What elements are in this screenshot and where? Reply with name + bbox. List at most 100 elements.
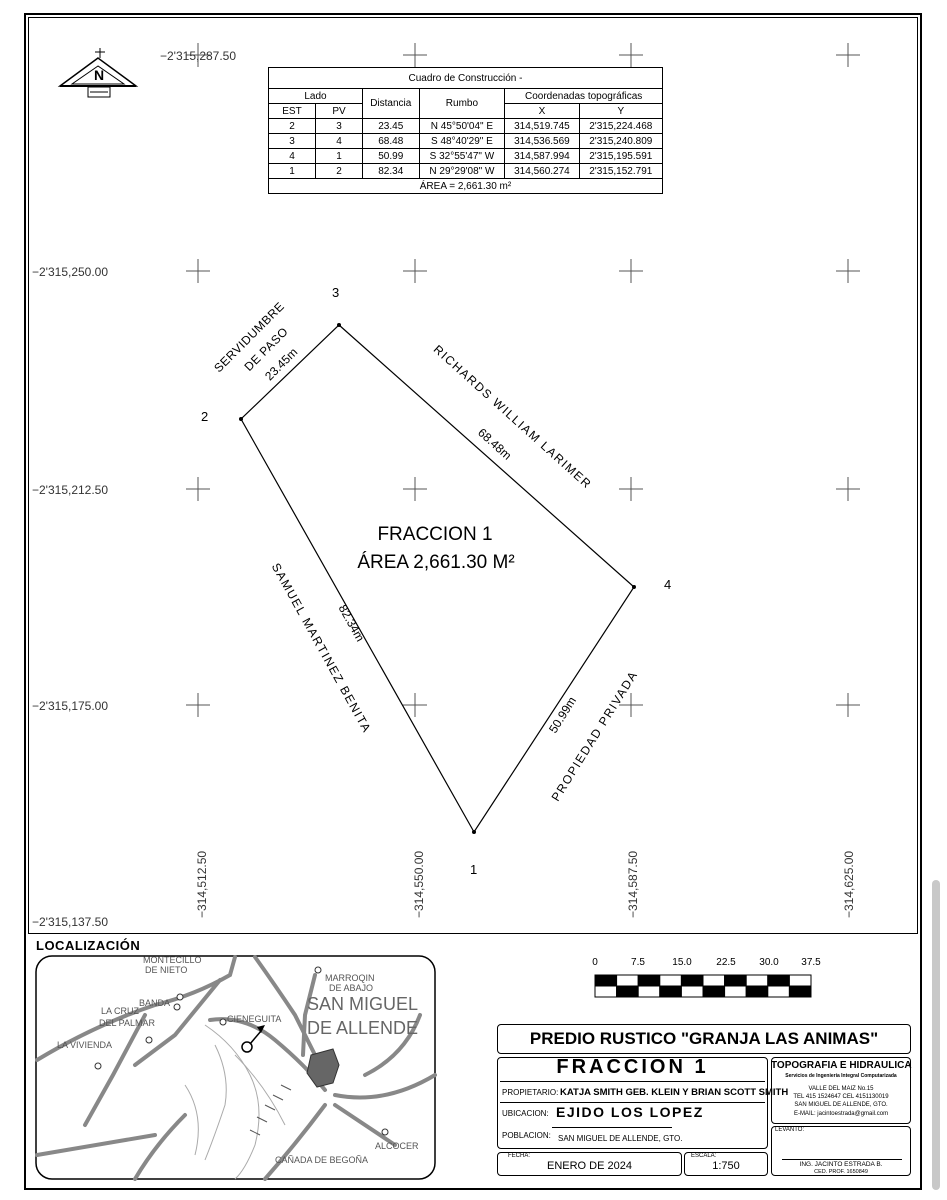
place-label: MONTECILLO <box>143 955 202 965</box>
town-value: SAN MIGUEL DE ALLENDE, GTO. <box>558 1134 683 1143</box>
place-label: MARROQIN <box>325 973 375 983</box>
scale-bar-segments <box>594 974 812 998</box>
outer-frame <box>24 13 922 1190</box>
company-box <box>771 1057 911 1124</box>
grid-x-label: −314,550.00 <box>412 851 426 918</box>
engineer-license: CED. PROF. 1650849 <box>814 1169 868 1175</box>
grid-y-label: −2'315,212.50 <box>32 483 108 497</box>
grid-crosses <box>186 43 860 717</box>
cell-pv: 2 <box>315 163 363 179</box>
divider <box>500 1081 765 1082</box>
vertex-label: 2 <box>201 409 208 424</box>
owner-label: PROPIETARIO: <box>502 1088 559 1097</box>
place-label: ALCOCER <box>375 1141 419 1151</box>
scale-tick: 0 <box>592 957 598 968</box>
scale-label: ESCALA: <box>691 1153 717 1159</box>
engineer-name: ING. JACINTO ESTRADA B. <box>799 1161 883 1168</box>
cell-pv: 1 <box>315 148 363 164</box>
grid-y-label: −2'315,287.50 <box>160 49 236 63</box>
vertex-marker <box>632 585 636 589</box>
grid-x-label: −314,625.00 <box>842 851 856 918</box>
scale-value: 1:750 <box>712 1160 740 1172</box>
company-address: VALLE DEL MAIZ No.15 <box>808 1086 874 1092</box>
plan-drawing: N −2'315,287.50 −2'315,250.00 −2'315,212… <box>32 43 860 929</box>
header-x: X <box>504 103 580 119</box>
side-1-2-neighbor: SAMUEL MARTINEZ BENITA <box>269 561 374 736</box>
side-3-4-neighbor: RICHARDS WILLIAM LARIMER <box>431 342 595 492</box>
cell-x: 314,560.274 <box>504 163 580 179</box>
table-row: 3 4 68.48 S 48°40'29" E 314,536.569 2'31… <box>268 133 664 149</box>
cell-est: 2 <box>268 118 316 134</box>
scale-tick: 30.0 <box>759 957 779 968</box>
owner-value: KATJA SMITH GEB. KLEIN Y BRIAN SCOTT SMI… <box>560 1087 789 1098</box>
scale-tick: 37.5 <box>801 957 821 968</box>
cell-x: 314,587.994 <box>504 148 580 164</box>
date-value: ENERO DE 2024 <box>547 1160 632 1172</box>
header-est: EST <box>268 103 316 119</box>
graphic-scale-bar: 0 7.5 15.0 22.5 30.0 37.5 <box>592 957 821 998</box>
scale-tick: 7.5 <box>631 957 645 968</box>
details-box <box>497 1057 768 1149</box>
cell-distance: 50.99 <box>362 148 420 164</box>
cell-bearing: S 32°55'47" W <box>418 148 506 164</box>
cell-est: 1 <box>268 163 316 179</box>
place-label: DE NIETO <box>145 965 187 975</box>
north-letter: N <box>94 67 104 83</box>
surveyor-box <box>771 1126 911 1176</box>
cell-y: 2'315,240.809 <box>578 133 664 149</box>
grid-y-label: −2'315,175.00 <box>32 699 108 713</box>
cell-pv: 3 <box>315 118 363 134</box>
construction-table: Cuadro de Construcción - Lado Distancia … <box>268 67 664 194</box>
location-heading: LOCALIZACIÓN <box>36 938 141 953</box>
cell-x: 314,536.569 <box>504 133 580 149</box>
cell-bearing: N 45°50'04" E <box>418 118 506 134</box>
location-map: MONTECILLO DE NIETO MARROQIN DE ABAJO BA… <box>35 955 437 1181</box>
cell-est: 4 <box>268 148 316 164</box>
vertex-label: 1 <box>470 862 477 877</box>
grid-y-label: −2'315,137.50 <box>32 915 108 929</box>
cell-bearing: S 48°40'29" E <box>418 133 506 149</box>
company-phones: TEL 415 1524647 CEL 4151130019 <box>793 1094 889 1100</box>
cell-y: 2'315,152.791 <box>578 163 664 179</box>
scrollbar-thumb[interactable] <box>932 880 940 1190</box>
side-1-2-distance: 82.34m <box>336 602 368 644</box>
city-label: DE ALLENDE <box>307 1018 418 1038</box>
grid-y-label: −2'315,250.00 <box>32 265 108 279</box>
place-label: LA CRUZ <box>101 1006 140 1016</box>
town-label: POBLACION: <box>502 1131 551 1140</box>
vertex-marker <box>472 830 476 834</box>
city-label: SAN MIGUEL <box>307 994 418 1014</box>
scale-tick: 15.0 <box>672 957 692 968</box>
surveyed-label: LEVANTO: <box>775 1127 805 1133</box>
table-title: Cuadro de Construcción - <box>268 67 663 89</box>
cell-pv: 4 <box>315 133 363 149</box>
table-area: ÁREA = 2,661.30 m² <box>268 178 663 194</box>
fraction-label: FRACCION 1 <box>556 1056 709 1078</box>
header-rumbo: Rumbo <box>418 88 506 119</box>
scale-tick: 22.5 <box>716 957 736 968</box>
cell-y: 2'315,195.591 <box>578 148 664 164</box>
place-label: CIENEGUITA <box>227 1014 281 1024</box>
site-location-marker <box>241 1041 253 1053</box>
north-arrow-icon: N <box>57 48 139 98</box>
cell-distance: 68.48 <box>362 133 420 149</box>
company-email: E-MAIL: jacintoestrada@gmail.com <box>793 1111 889 1117</box>
header-y: Y <box>578 103 664 119</box>
cell-y: 2'315,224.468 <box>578 118 664 134</box>
company-subtitle: Servicios de Ingeniería Integral Computa… <box>785 1073 897 1079</box>
plan-frame <box>28 17 918 934</box>
side-3-4-distance: 68.48m <box>475 425 514 462</box>
company-name: TOPOGRAFIA E HIDRAULICA <box>771 1060 912 1071</box>
project-title: PREDIO RUSTICO "GRANJA LAS ANIMAS" <box>529 1029 879 1048</box>
vertex-marker <box>239 417 243 421</box>
header-pv: PV <box>315 103 363 119</box>
table-row: 4 1 50.99 S 32°55'47" W 314,587.994 2'31… <box>268 148 664 164</box>
vertex-label: 3 <box>332 285 339 300</box>
side-4-1-neighbor: PROPIEDAD PRIVADA <box>549 668 641 804</box>
cell-distance: 82.34 <box>362 163 420 179</box>
company-city: SAN MIGUEL DE ALLENDE, GTO. <box>794 1102 888 1108</box>
location-label: UBICACION: <box>502 1109 549 1118</box>
cell-distance: 23.45 <box>362 118 420 134</box>
grid-x-label: −314,587.50 <box>626 851 640 918</box>
cell-bearing: N 29°29'08" W <box>418 163 506 179</box>
